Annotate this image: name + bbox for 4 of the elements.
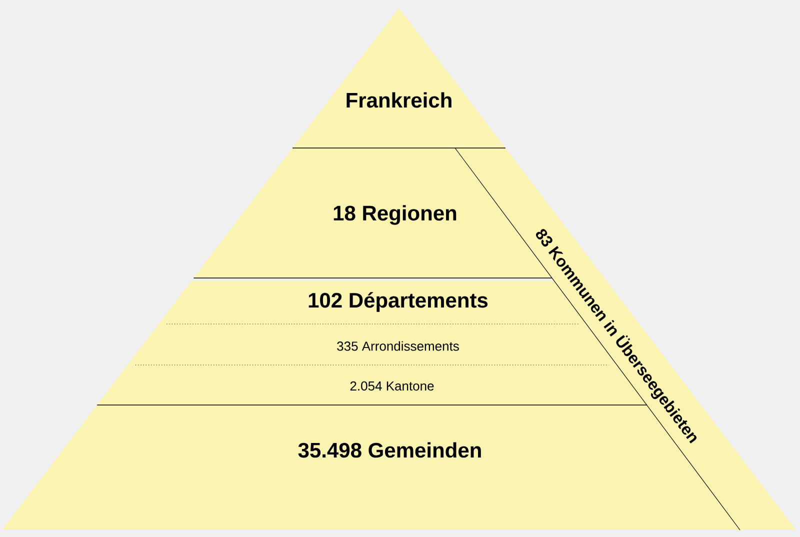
node-label: 2.054 Kantone bbox=[350, 381, 434, 391]
node-label: 18 Regionen bbox=[334, 205, 456, 225]
node-label: Frankreich bbox=[346, 92, 452, 108]
pyramid-level: Frankreich bbox=[292, 8, 506, 148]
